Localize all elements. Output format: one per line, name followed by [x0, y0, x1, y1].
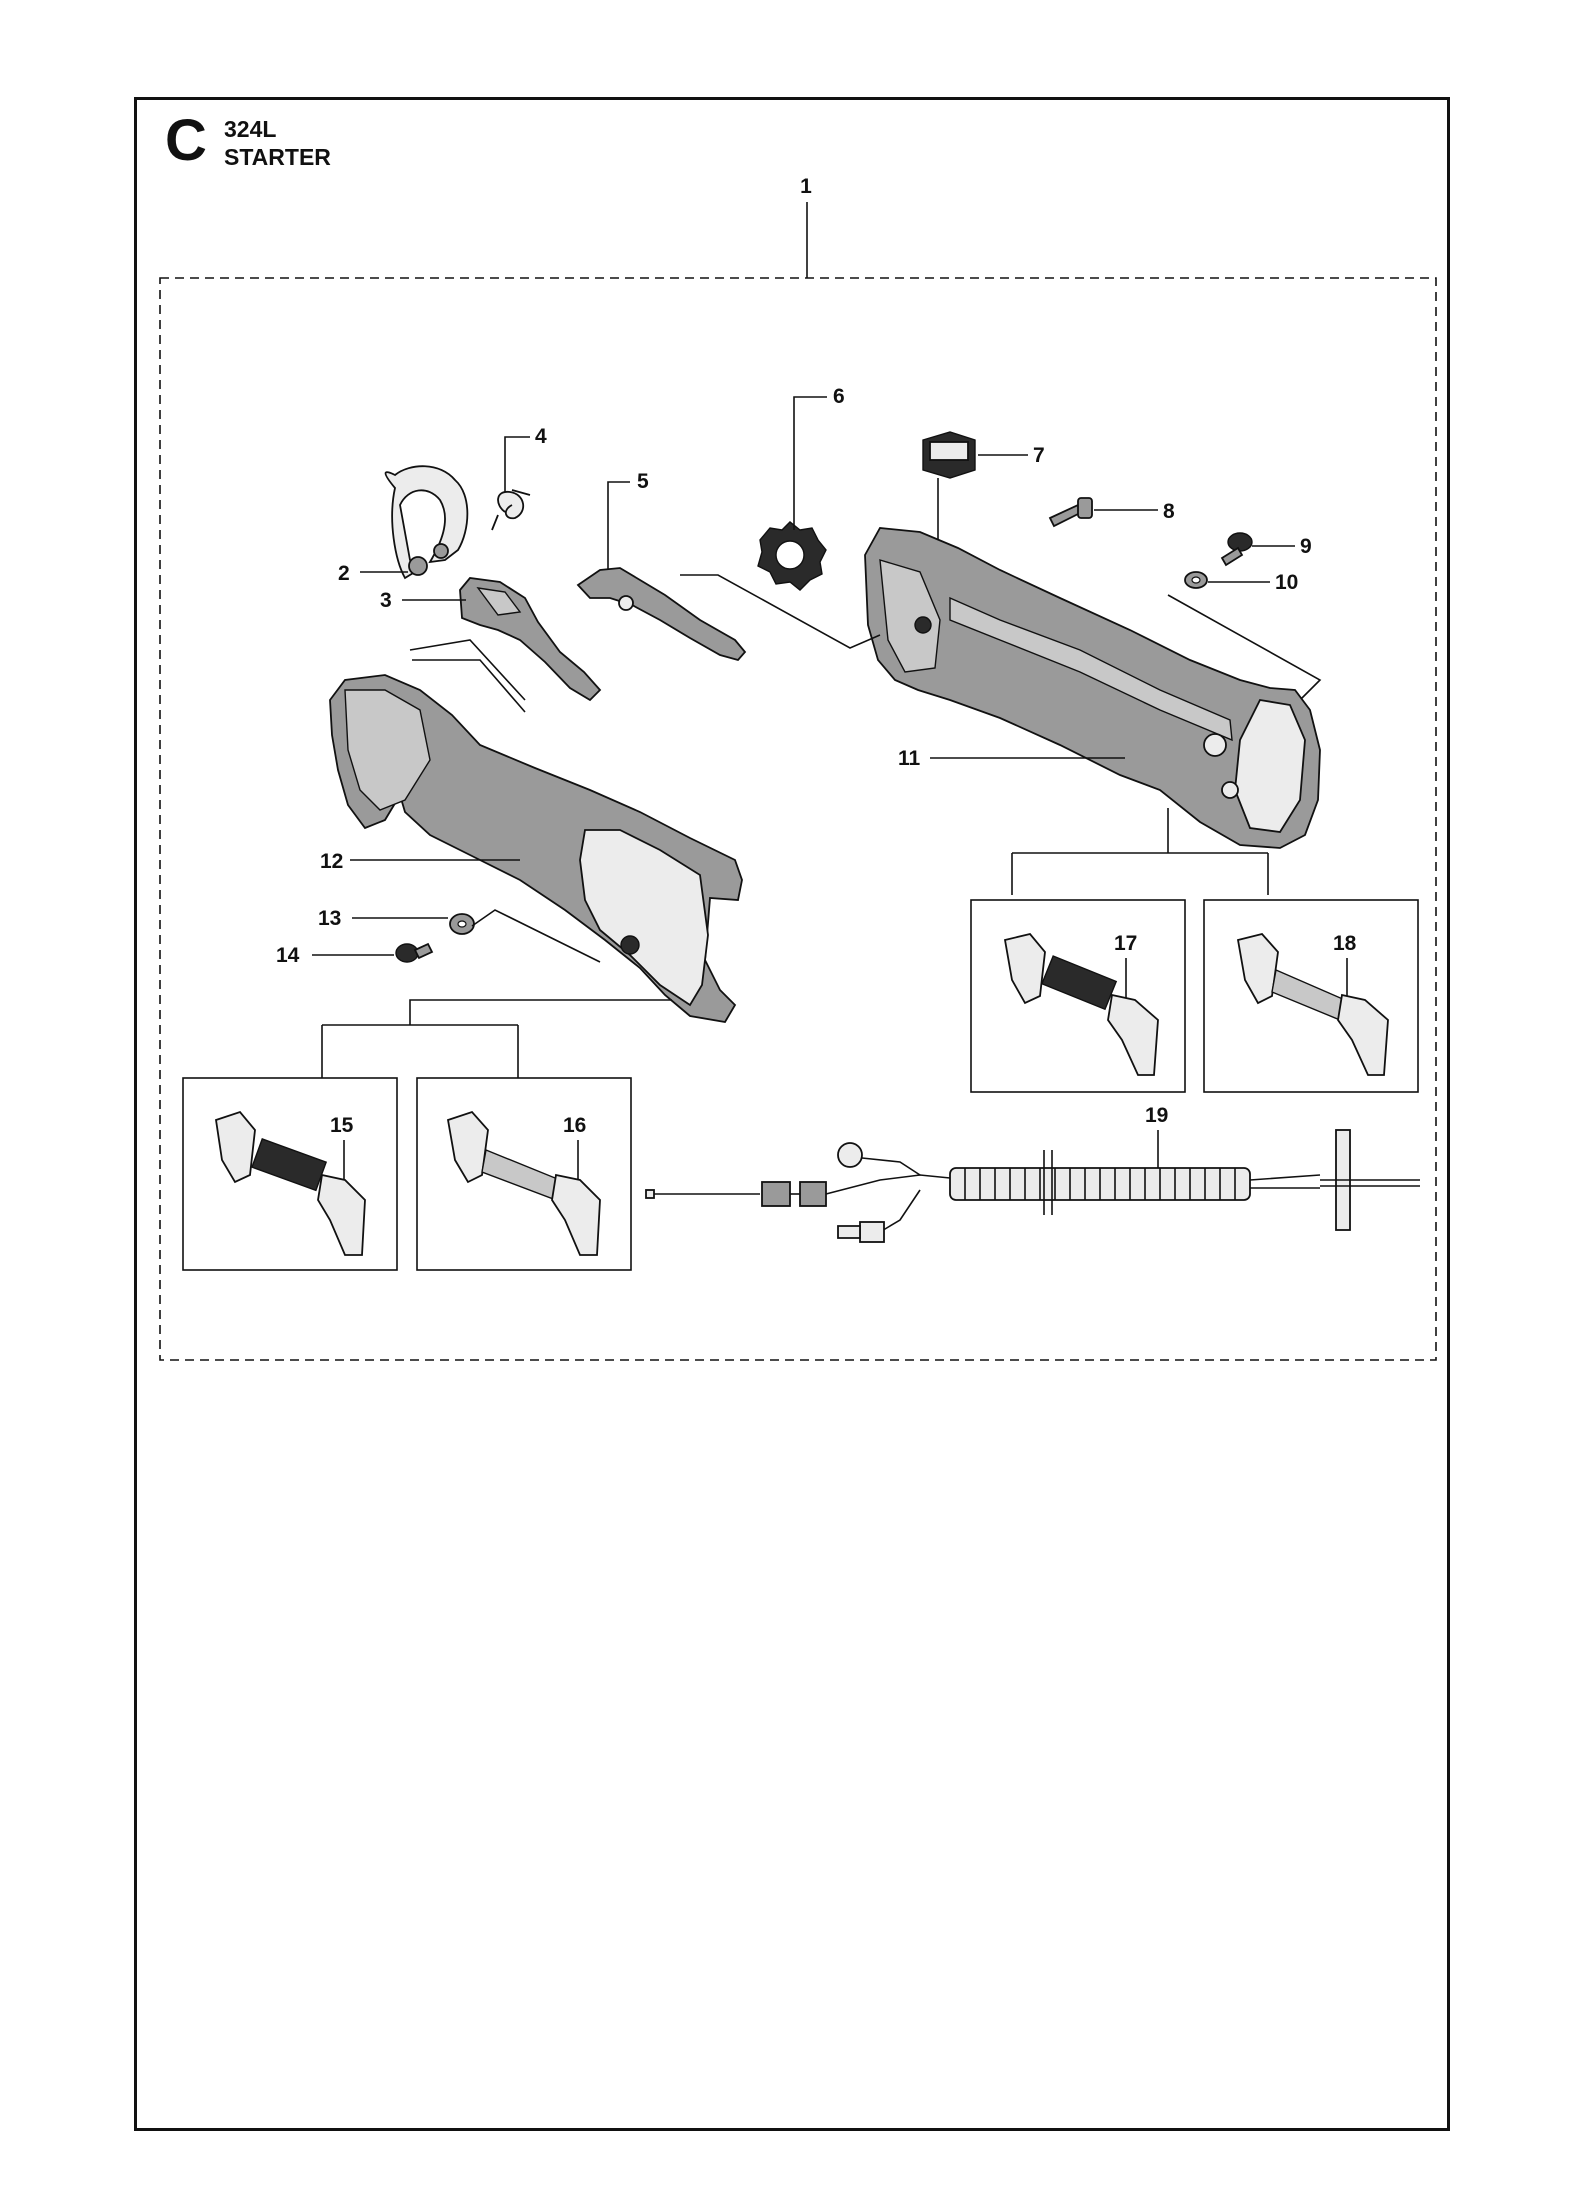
part-11-handle-housing: 11 — [680, 527, 1321, 895]
svg-text:17: 17 — [1114, 932, 1137, 955]
variant-15-box: 15 — [182, 1077, 398, 1271]
svg-text:5: 5 — [637, 470, 649, 493]
svg-text:11: 11 — [898, 747, 921, 770]
svg-text:19: 19 — [1145, 1104, 1168, 1127]
variant-17-box: 17 — [970, 899, 1186, 1093]
svg-text:4: 4 — [535, 425, 547, 448]
svg-text:10: 10 — [1275, 571, 1298, 594]
part-7-switch: 7 — [922, 431, 1045, 548]
part-2-ring-bracket: 2 — [338, 465, 469, 585]
svg-text:8: 8 — [1163, 500, 1175, 523]
part-13-washer: 13 — [318, 907, 601, 963]
svg-text:13: 13 — [318, 907, 341, 930]
callout-1: 1 — [800, 175, 812, 278]
assembly-boundary — [159, 277, 1437, 1361]
svg-text:15: 15 — [330, 1114, 354, 1137]
part-4-spring: 4 — [491, 425, 547, 531]
svg-text:16: 16 — [563, 1114, 586, 1137]
part-9-screw: 9 — [1220, 532, 1312, 567]
variant-18-box: 18 — [1203, 899, 1419, 1093]
part-19-cable-harness: 19 — [645, 1104, 1420, 1243]
svg-text:1: 1 — [800, 175, 812, 198]
model-number: 324L — [224, 116, 277, 142]
svg-text:14: 14 — [276, 944, 300, 967]
svg-text:7: 7 — [1033, 444, 1045, 467]
page-frame — [134, 97, 1450, 2131]
svg-text:2: 2 — [338, 562, 350, 585]
svg-text:3: 3 — [380, 589, 392, 612]
svg-text:6: 6 — [833, 385, 845, 408]
svg-text:12: 12 — [320, 850, 343, 873]
part-8-screw: 8 — [1048, 497, 1175, 528]
svg-text:9: 9 — [1300, 535, 1312, 558]
part-10-washer: 10 — [1167, 571, 1322, 701]
part-6-gear-ring: 6 — [757, 385, 845, 591]
part-14-screw: 14 — [276, 942, 434, 967]
part-3-throttle-lever: 3 — [380, 577, 602, 702]
svg-text:18: 18 — [1333, 932, 1357, 955]
part-12-handle-grip: 12 — [320, 659, 743, 1078]
page-title: STARTER — [224, 144, 331, 170]
variant-16-box: 16 — [416, 1077, 632, 1271]
section-letter: C — [165, 108, 207, 173]
part-5-stop-lever: 5 — [576, 470, 747, 662]
